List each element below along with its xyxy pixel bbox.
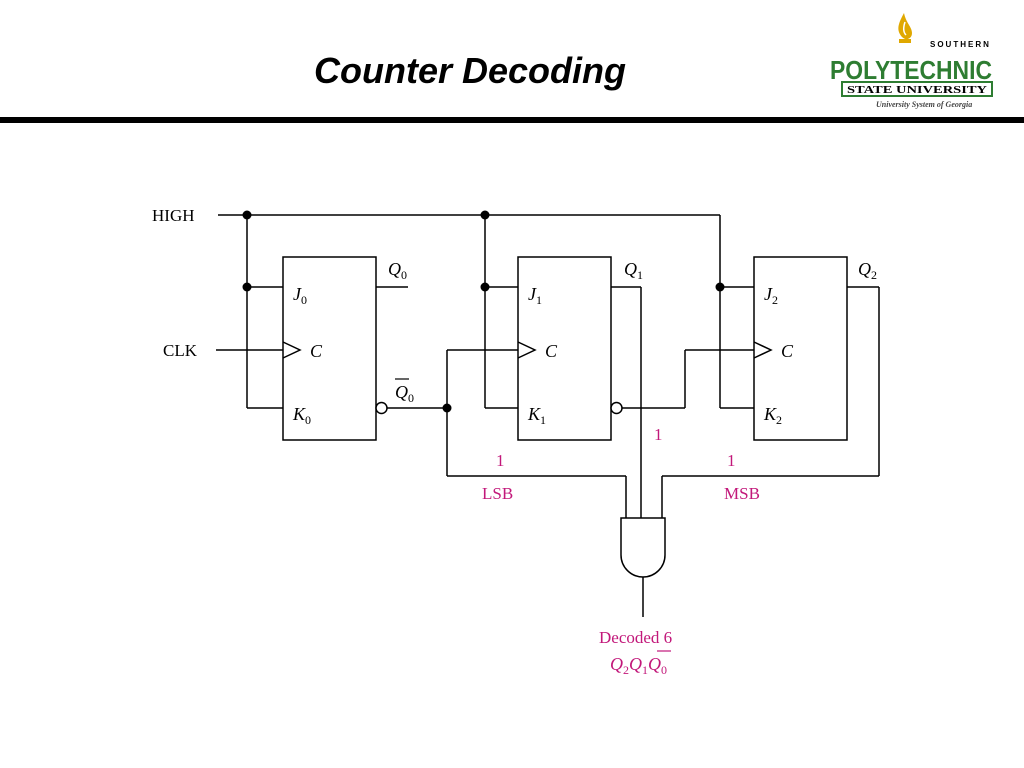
q0-bar-bubble [375, 401, 388, 415]
q1-one-label: 1 [654, 425, 663, 444]
ff1-j-label: J1 [528, 284, 542, 307]
msb-label: MSB [724, 484, 760, 503]
university-logo: SOUTHERN POLYTECHNIC STATE UNIVERSITY Un… [830, 13, 993, 109]
logo-southern: SOUTHERN [930, 40, 991, 49]
q2-label: Q2 [858, 259, 877, 282]
msb-one-label: 1 [727, 451, 736, 470]
page-title: Counter Decoding [314, 50, 626, 91]
q0-label: Q0 [388, 259, 407, 282]
high-label: HIGH [152, 206, 195, 225]
logo-polytechnic: POLYTECHNIC [830, 55, 992, 85]
decoded-output-label: Decoded 6 [599, 628, 672, 647]
ff1-c-label: C [545, 341, 558, 361]
torch-flame-icon [898, 13, 912, 40]
clk-label: CLK [163, 341, 198, 360]
q1-bar-bubble [610, 401, 623, 415]
ff0-j-label: J0 [293, 284, 307, 307]
ff0-k-label: K0 [292, 404, 311, 427]
title-divider [0, 117, 1024, 123]
ff2-j-label: J2 [764, 284, 778, 307]
logo-state-university: STATE UNIVERSITY [847, 84, 987, 96]
decoded-output-expression: Q2Q1Q0 [610, 654, 667, 677]
and-gate [620, 517, 666, 578]
lsb-label: LSB [482, 484, 513, 503]
ff2-k-label: K2 [763, 404, 782, 427]
q0-bar-label: Q0 [395, 382, 414, 405]
ff0-c-label: C [310, 341, 323, 361]
lsb-one-label: 1 [496, 451, 505, 470]
flipflop-0 [282, 256, 377, 441]
flipflop-2 [753, 256, 848, 441]
ff1-k-label: K1 [527, 404, 546, 427]
flipflop-1 [517, 256, 612, 441]
logo-usg: University System of Georgia [876, 100, 972, 109]
ff2-c-label: C [781, 341, 794, 361]
q1-label: Q1 [624, 259, 643, 282]
